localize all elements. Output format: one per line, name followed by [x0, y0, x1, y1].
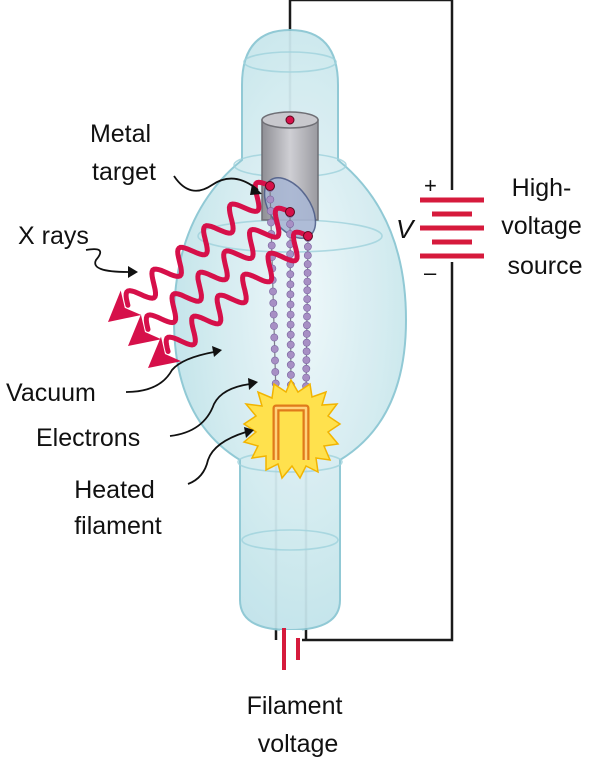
electron-dot-icon — [303, 286, 312, 295]
high-voltage-source-label: High- voltage source — [501, 174, 589, 280]
metal-target-leader — [173, 175, 259, 192]
electron-dot-icon — [286, 310, 295, 319]
metal-target-label: Metal target — [90, 120, 158, 186]
electron-dot-icon — [286, 300, 295, 309]
leader-lines — [85, 175, 259, 485]
electron-dot-icon — [303, 312, 311, 321]
electron-dot-icon — [267, 241, 276, 250]
filament-battery-icon — [280, 628, 302, 670]
electron-dot-icon — [303, 303, 311, 312]
electron-dot-icon — [286, 270, 295, 279]
electron-dot-icon — [286, 350, 295, 359]
filament-glow — [242, 378, 342, 480]
electron-dot-icon — [267, 218, 275, 227]
electron-dot-icon — [303, 277, 312, 286]
metal-target — [261, 111, 319, 239]
plus-sign: + — [424, 173, 437, 198]
impact-points — [265, 181, 313, 241]
electron-dot-icon — [302, 347, 311, 356]
x-rays-leader — [85, 248, 129, 273]
vacuum-leader — [125, 351, 215, 393]
electron-dot-icon — [303, 251, 312, 260]
electrons-leader — [169, 383, 251, 437]
heated-filament-label: Heated filament — [74, 476, 162, 540]
electron-dot-icon — [270, 322, 278, 330]
electron-dot-icon — [286, 370, 295, 379]
electron-dot-icon — [302, 338, 311, 347]
electron-dot-icon — [266, 195, 275, 204]
electron-dot-icon — [271, 356, 279, 365]
filament-voltage-label: Filament voltage — [247, 692, 350, 758]
high-voltage-battery-icon — [420, 190, 484, 262]
x-ray-arrowhead — [128, 314, 162, 346]
wavy-arrow-icon — [163, 229, 311, 354]
electron-dot-icon — [271, 368, 280, 376]
x-ray-arrowhead — [148, 336, 182, 368]
electron-dot-icon — [286, 280, 295, 289]
electrons-label: Electrons — [36, 424, 140, 452]
electron-dot-icon — [303, 295, 312, 303]
electron-dot-icon — [303, 242, 312, 251]
electron-dot-icon — [269, 310, 278, 319]
electron-dot-icon — [302, 356, 311, 364]
electron-dot-icon — [302, 373, 311, 382]
electron-dot-icon — [270, 333, 279, 342]
wavy-arrow-icon — [143, 205, 293, 332]
electron-dot-icon — [286, 340, 295, 349]
electron-dot-icon — [270, 345, 279, 353]
electron-dot-icon — [302, 329, 311, 338]
electron-dot-icon — [286, 360, 295, 369]
heated-filament-leader — [187, 431, 247, 485]
x-ray-arrowhead — [108, 290, 142, 322]
electron-dot-icon — [286, 290, 295, 299]
electron-dot-icon — [286, 220, 294, 228]
electron-dot-icon — [303, 268, 312, 277]
right-wire-lower — [302, 262, 454, 642]
electron-dot-icon — [286, 330, 295, 339]
electron-dot-icon — [303, 260, 312, 269]
electron-dot-icon — [302, 321, 311, 330]
leader-arrowheads — [128, 184, 262, 438]
electron-dot-icon — [286, 320, 295, 329]
wavy-arrow-icon — [123, 179, 273, 308]
heated-filament — [242, 378, 342, 480]
electron-dot-icon — [269, 287, 277, 296]
vacuum-label: Vacuum — [6, 379, 96, 407]
minus-sign: – — [424, 260, 437, 285]
x-rays-label: X rays — [18, 222, 89, 250]
electron-dot-icon — [269, 299, 278, 307]
electron-dot-icon — [302, 364, 311, 373]
x-ray-waves — [108, 179, 311, 368]
voltage-symbol: V — [396, 214, 416, 244]
